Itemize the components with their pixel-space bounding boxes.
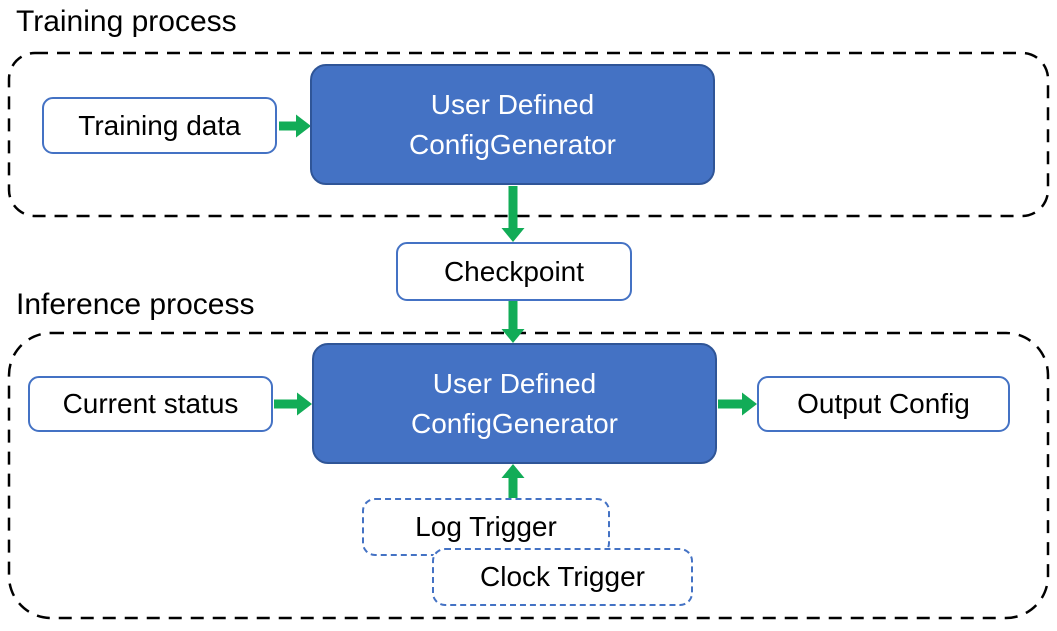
- arrow-trigger-to-generator: [501, 464, 525, 498]
- output-config-box: Output Config: [757, 376, 1010, 432]
- output-config-label: Output Config: [797, 388, 970, 419]
- arrow-generator-to-checkpoint: [501, 186, 525, 242]
- arrow-training-data-to-generator: [279, 114, 311, 138]
- log-trigger-box: Log Trigger: [362, 498, 610, 556]
- checkpoint-box: Checkpoint: [396, 242, 632, 301]
- inference-config-generator-line1: User Defined: [432, 367, 597, 399]
- inference-process-container: [7, 331, 1050, 620]
- current-status-box: Current status: [28, 376, 273, 432]
- arrow-generator-to-output-config: [718, 392, 757, 416]
- inference-config-generator-box: User Defined ConfigGenerator: [312, 343, 717, 464]
- training-data-box: Training data: [42, 97, 277, 154]
- training-process-title: Training process: [16, 5, 237, 38]
- current-status-label: Current status: [62, 388, 239, 419]
- arrow-current-status-to-generator: [274, 392, 312, 416]
- clock-trigger-box: Clock Trigger: [432, 548, 693, 606]
- training-process-container: [7, 51, 1050, 218]
- training-config-generator-box: User Defined ConfigGenerator: [310, 64, 715, 185]
- inference-config-generator-line2: ConfigGenerator: [410, 407, 618, 439]
- clock-trigger-label: Clock Trigger: [480, 561, 645, 592]
- arrow-checkpoint-to-generator: [501, 300, 525, 343]
- checkpoint-label: Checkpoint: [443, 255, 585, 287]
- inference-process-title: Inference process: [16, 288, 255, 321]
- training-config-generator-line2: ConfigGenerator: [408, 128, 616, 160]
- log-trigger-label: Log Trigger: [415, 511, 557, 542]
- training-data-label: Training data: [78, 109, 241, 141]
- training-config-generator-line1: User Defined: [430, 88, 595, 120]
